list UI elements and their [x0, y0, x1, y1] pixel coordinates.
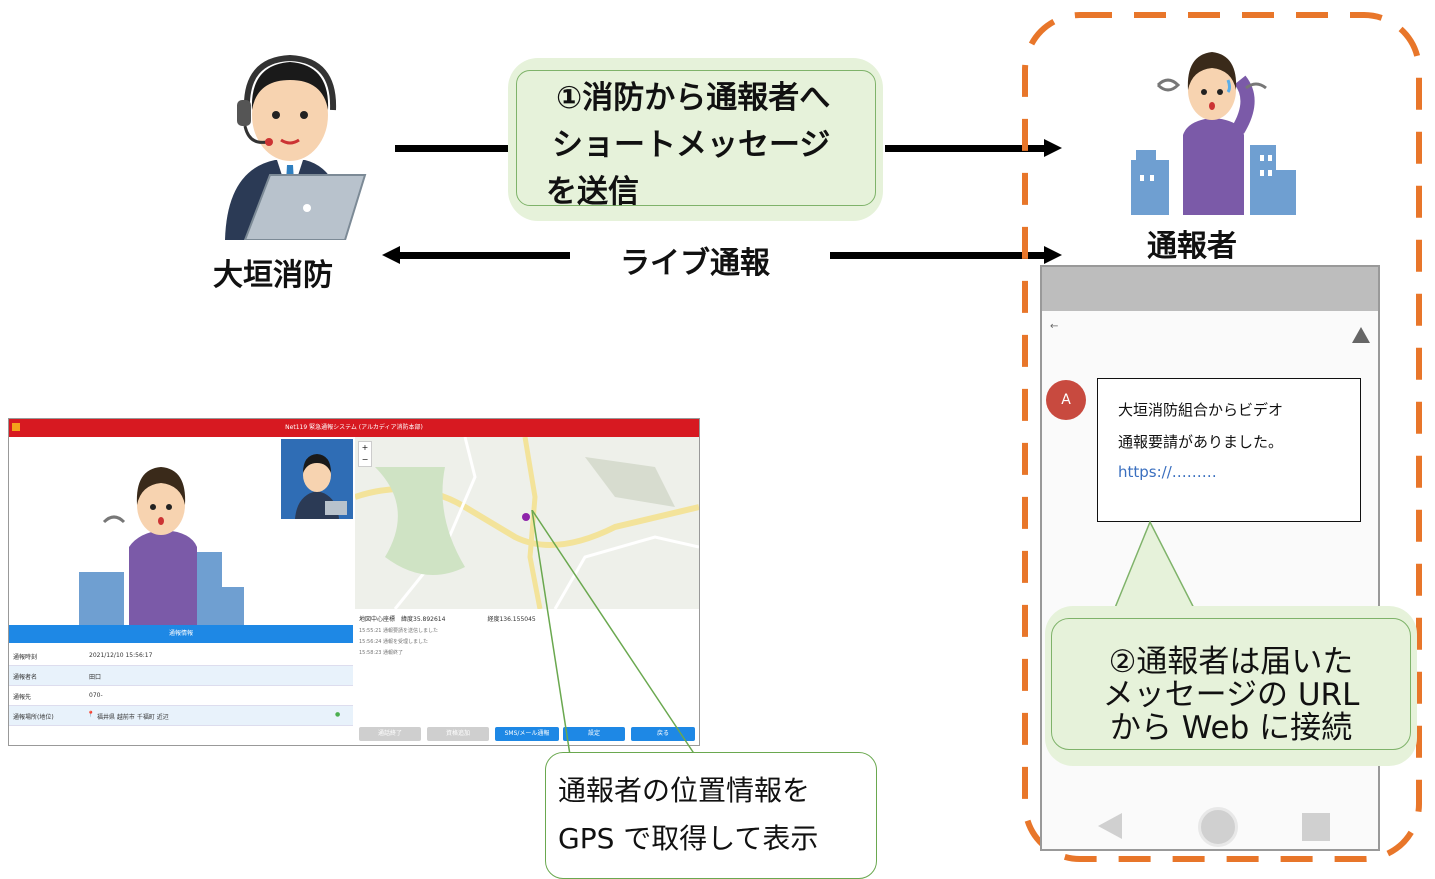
- sms-arrow-right-segment: [885, 145, 1047, 152]
- sms-message-bubble: 大垣消防組合からビデオ 通報要請がありました。 https://………: [1097, 378, 1361, 522]
- gps-callout-line1: 通報者の位置情報を: [558, 774, 811, 807]
- location-pin-icon: 📍: [87, 711, 95, 718]
- reporter-label: 通報者: [1147, 229, 1237, 264]
- settings-button[interactable]: 設定: [563, 727, 625, 741]
- operator-video-thumbnail: [281, 439, 353, 519]
- nav-recent-icon[interactable]: [1302, 813, 1330, 841]
- info-row-destination: 通報先 070-: [9, 686, 353, 706]
- sms-message-line1: 大垣消防組合からビデオ: [1118, 401, 1284, 419]
- info-row-time: 通報時刻 2021/12/10 15:56:17: [9, 646, 353, 666]
- sender-avatar: A: [1046, 380, 1086, 420]
- live-arrow-right-segment: [830, 252, 1046, 259]
- live-arrow-left-segment: [398, 252, 570, 259]
- info-row-location: 通報場所(地位) 📍 福井県 越前市 千福町 近辺 ●: [9, 706, 353, 726]
- live-arrow-right-head: [1044, 246, 1062, 264]
- add-button[interactable]: 資格追加: [427, 727, 489, 741]
- info-header: 通報情報: [9, 625, 353, 643]
- connect-callout-line2: メッセージの URL: [1102, 677, 1360, 713]
- connect-callout: ②通報者は届いた メッセージの URL から Web に接続: [1045, 606, 1417, 766]
- live-report-label: ライブ通報: [620, 246, 770, 281]
- log-line-1: 15:55:21 通報要請を送信しました: [359, 628, 439, 634]
- log-line-2: 15:56:24 通報を受理しました: [359, 639, 429, 645]
- app-title-bar: Net119 緊急通報システム (アルカディア消防本部): [9, 419, 699, 437]
- map-zoom-control[interactable]: +−: [358, 441, 372, 467]
- connect-callout-pointer: [1100, 520, 1210, 621]
- reporter-illustration: [1128, 40, 1298, 215]
- connect-callout-line1: ②通報者は届いた: [1108, 644, 1354, 680]
- sms-callout: ①消防から通報者へ ショートメッセージ を送信: [508, 58, 883, 221]
- sms-callout-line3: を送信: [546, 174, 639, 210]
- map-pin-icon[interactable]: ●: [335, 711, 341, 718]
- sms-arrow-head: [1044, 139, 1062, 157]
- end-call-button[interactable]: 通話終了: [359, 727, 421, 741]
- sms-callout-line2: ショートメッセージ: [552, 127, 831, 163]
- sms-arrow-left-segment: [395, 145, 508, 152]
- gps-callout-line2: GPS で取得して表示: [558, 822, 819, 855]
- connect-callout-line3: から Web に接続: [1109, 710, 1353, 746]
- log-line-3: 15:58:23 通報終了: [359, 650, 404, 656]
- sms-callout-line1: ①消防から通報者へ: [556, 80, 831, 116]
- back-arrow-icon[interactable]: ←: [1050, 321, 1059, 332]
- nav-home-icon[interactable]: [1198, 807, 1238, 847]
- gps-callout-pointer: [520, 509, 720, 760]
- info-row-name: 通報者名 田口: [9, 666, 353, 686]
- fire-dept-label: 大垣消防: [213, 258, 333, 293]
- menu-triangle-icon[interactable]: [1352, 327, 1370, 343]
- sms-message-link[interactable]: https://………: [1118, 463, 1217, 481]
- dispatch-app-screenshot: Net119 緊急通報システム (アルカディア消防本部) 通報情報 通報時刻 2…: [8, 418, 700, 746]
- operator-illustration: [205, 40, 370, 241]
- phone-status-bar: [1042, 267, 1378, 311]
- gps-callout: 通報者の位置情報を GPS で取得して表示: [545, 752, 877, 879]
- app-menu-icon[interactable]: [12, 423, 20, 431]
- nav-back-icon[interactable]: [1098, 813, 1122, 839]
- live-arrow-left-head: [382, 246, 400, 264]
- map-pane[interactable]: +−: [354, 436, 699, 610]
- sms-message-line2: 通報要請がありました。: [1118, 433, 1284, 451]
- map-coordinates: 地図中心座標 緯度35.892614 経度136.155045: [359, 616, 536, 623]
- sms-notify-button[interactable]: SMS/メール通報: [495, 727, 559, 741]
